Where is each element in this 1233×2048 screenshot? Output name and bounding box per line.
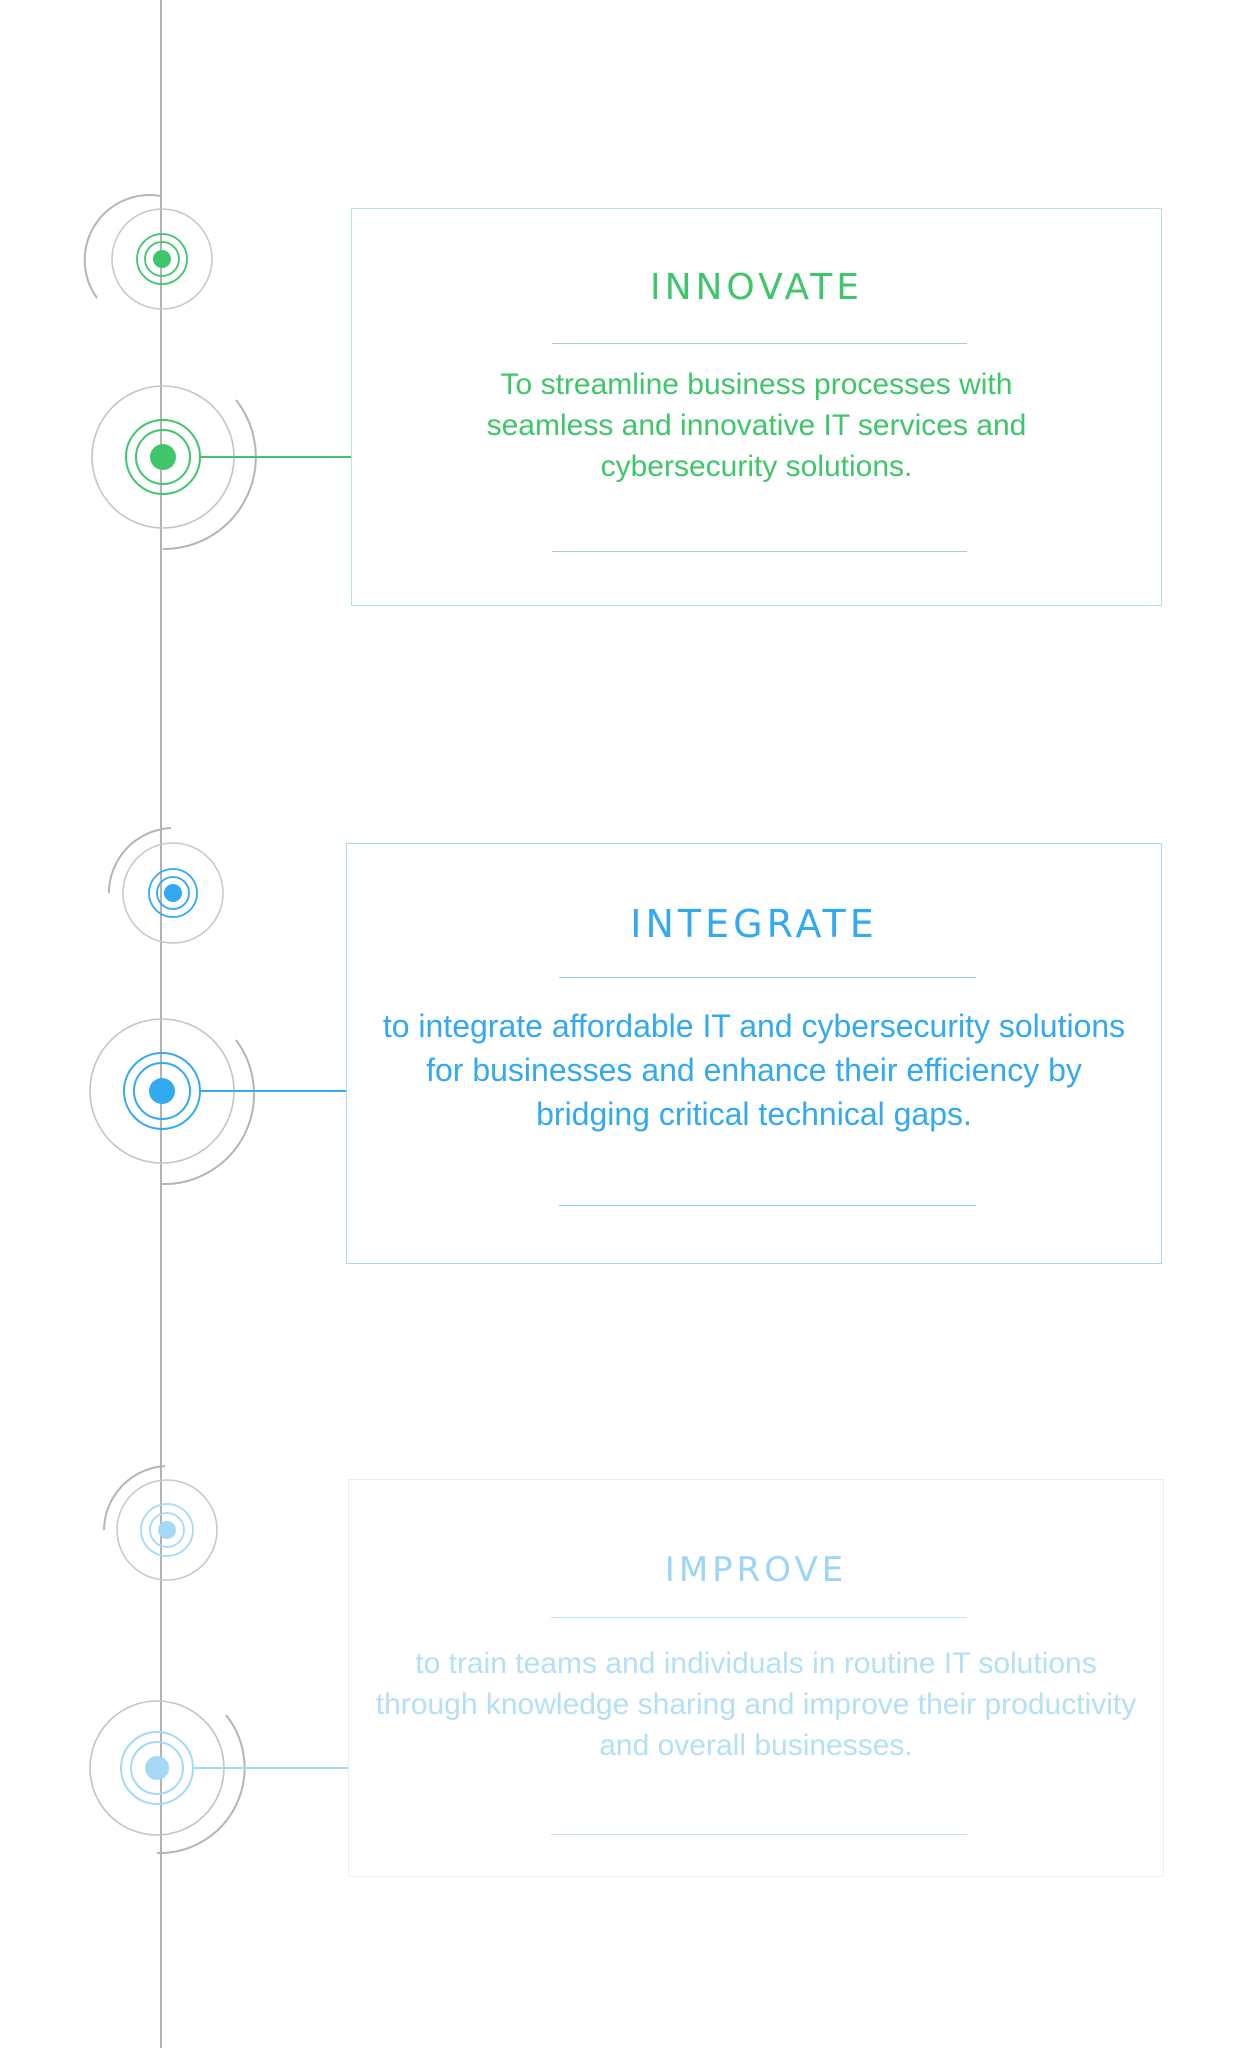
inner-ring-icon [156,876,190,910]
ring-arc-icon [161,1039,255,1186]
divider [559,1205,976,1206]
timeline-node-improve-large [89,1700,370,1855]
inner-ring-icon [144,241,180,277]
divider [552,551,967,552]
dot-icon [149,1078,175,1104]
card-title: INTEGRATE [630,902,878,946]
inner-ring-icon [133,1062,191,1120]
dot-icon [150,444,176,470]
card-title: INNOVATE [649,267,864,308]
inner-ring-icon [135,429,191,485]
timeline-node-integrate-small [107,827,224,944]
dot-icon [145,1756,169,1780]
dot-icon [153,250,171,268]
ring-arc-icon [103,1465,166,1531]
inner-ring-icon [140,1503,194,1557]
divider [559,977,976,978]
ring-arc-icon [156,1714,246,1855]
ring-arc-icon [107,827,172,894]
card-title: IMPROVE [664,1550,848,1590]
card-description: to integrate affordable IT and cybersecu… [382,1008,1126,1132]
card-description: To streamline business processes with se… [486,368,1027,483]
divider [551,1834,967,1835]
card-integrate: INTEGRATE to integrate affordable IT and… [346,843,1162,1264]
timeline-node-innovate-large [91,385,372,551]
card-improve: IMPROVE to train teams and individuals i… [348,1479,1164,1877]
inner-ring-icon [148,868,198,918]
inner-ring-icon [136,233,188,285]
inner-ring-icon [120,1731,194,1805]
dot-icon [158,1521,176,1539]
divider [552,343,967,344]
timeline-node-improve-small [103,1465,218,1581]
card-description: to train teams and individuals in routin… [375,1647,1137,1762]
ring-arc-icon [83,194,162,299]
ring-arc-icon [162,399,257,551]
inner-ring-icon [130,1741,184,1795]
timeline-node-integrate-large [89,1018,369,1186]
outer-ring-icon [111,208,213,310]
card-innovate: INNOVATE To streamline business processe… [351,208,1162,606]
inner-ring-icon [149,1512,185,1548]
outer-ring-icon [116,1479,218,1581]
outer-ring-icon [122,842,224,944]
dot-icon [164,884,182,902]
divider [551,1617,967,1618]
timeline-node-innovate-small [83,194,213,310]
